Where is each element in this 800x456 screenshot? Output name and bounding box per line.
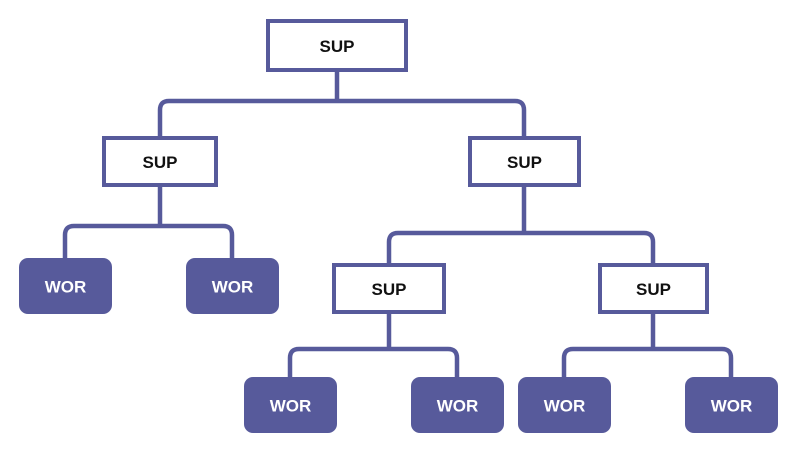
nodes-layer: SUP SUP SUP WOR WOR SUP SUP WOR WOR WOR WOR: [19, 19, 778, 433]
connector-bracket: [287, 346, 460, 377]
tree-node-wor-n8[interactable]: WOR: [411, 377, 504, 433]
node-shape-rect: [468, 136, 581, 187]
node-shape-rounded: [186, 258, 279, 314]
tree-node-sup-n1[interactable]: SUP: [102, 136, 218, 187]
tree-node-wor-n9[interactable]: WOR: [518, 377, 611, 433]
node-shape-rounded: [244, 377, 337, 433]
tree-node-wor-n4[interactable]: WOR: [186, 258, 279, 314]
node-label: SUP: [507, 153, 542, 172]
node-label: WOR: [711, 397, 753, 416]
node-shape-rect: [332, 263, 446, 314]
node-label: WOR: [437, 397, 479, 416]
connector-bracket: [386, 230, 656, 265]
node-shape-rounded: [518, 377, 611, 433]
tree-node-wor-n7[interactable]: WOR: [244, 377, 337, 433]
node-shape-rect: [102, 136, 218, 187]
tree-node-sup-n2[interactable]: SUP: [468, 136, 581, 187]
node-label: SUP: [320, 37, 355, 56]
node-shape-rounded: [411, 377, 504, 433]
node-shape-rect: [598, 263, 709, 314]
node-label: WOR: [45, 278, 87, 297]
node-label: WOR: [544, 397, 586, 416]
tree-node-wor-n3[interactable]: WOR: [19, 258, 112, 314]
node-label: WOR: [212, 278, 254, 297]
connector-bracket: [62, 223, 235, 258]
node-shape-rounded: [685, 377, 778, 433]
node-shape-rect: [266, 19, 408, 72]
node-label: SUP: [372, 280, 407, 299]
node-shape-rounded: [19, 258, 112, 314]
node-label: WOR: [270, 397, 312, 416]
connector-bracket: [561, 346, 734, 377]
connector-bracket: [157, 98, 527, 138]
node-label: SUP: [143, 153, 178, 172]
tree-node-sup-n6[interactable]: SUP: [598, 263, 709, 314]
node-label: SUP: [636, 280, 671, 299]
connectors-layer: [62, 70, 734, 377]
tree-node-sup-n5[interactable]: SUP: [332, 263, 446, 314]
tree-node-wor-n10[interactable]: WOR: [685, 377, 778, 433]
tree-node-sup-n0[interactable]: SUP: [266, 19, 408, 72]
